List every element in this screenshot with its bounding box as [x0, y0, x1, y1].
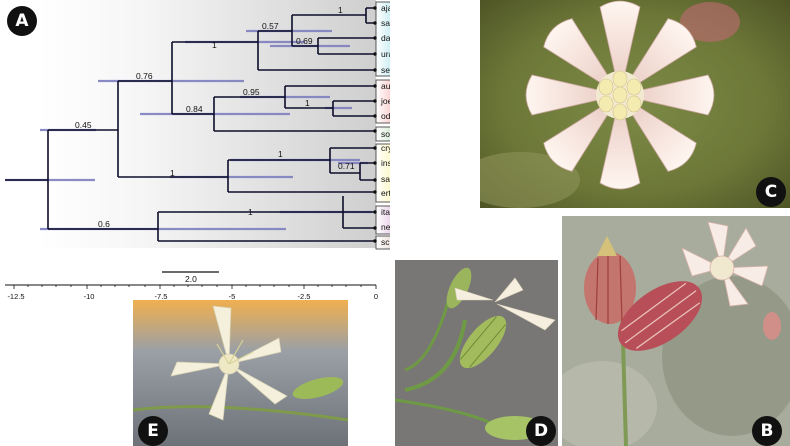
taxon-label: ajanensis [381, 3, 390, 13]
panel-label-d: D [526, 416, 556, 446]
scale-bar-label: 2.0 [185, 274, 197, 284]
photo-panel-b [562, 216, 790, 446]
inflated-calyx-illustration [562, 216, 790, 446]
taxon-label: odontopetala [381, 111, 390, 121]
taxon-label: seoulensis [381, 65, 390, 75]
node-support-label: 0.71 [338, 161, 355, 171]
panel-label-b: B [752, 416, 782, 446]
taxon-label: italica [381, 207, 390, 217]
node-support-label: 0.69 [296, 36, 313, 46]
node-support-label: 1 [248, 207, 253, 217]
node-support-label: 1 [278, 149, 283, 159]
node-support-label: 0.57 [262, 21, 279, 31]
taxon-label: cryptoneura [381, 143, 390, 153]
node-support-label: 0.84 [186, 104, 203, 114]
taxon-label: insularis [381, 158, 390, 168]
taxon-label: nemoralis [381, 222, 390, 232]
flower-close-up-illustration [480, 0, 790, 208]
node-support-label: 0.6 [98, 219, 110, 229]
node-support-label: 1 [170, 168, 175, 178]
taxon-label: davidii [381, 33, 390, 43]
panel-label-a: A [7, 6, 37, 36]
node-support-label: 0.76 [136, 71, 153, 81]
axis-tick-label: -10 [84, 292, 95, 301]
node-support-label: 1 [212, 40, 217, 50]
axis-tick-label: 0 [374, 292, 378, 301]
taxon-label: sordida [381, 129, 390, 139]
panel-label-e: E [138, 416, 168, 446]
node-support-label: 0.45 [75, 120, 92, 130]
taxon-label: salamandra [381, 174, 390, 184]
taxon-label: ertekinii [381, 188, 390, 198]
photo-panel-c [480, 0, 790, 208]
taxon-label: schafta [381, 237, 390, 247]
axis-tick-label: -12.5 [7, 292, 24, 301]
taxon-label: uralensis [381, 49, 390, 59]
taxon-label: joerstadii [380, 96, 390, 106]
taxon-label: samojedorum [381, 18, 390, 28]
node-support-label: 1 [338, 5, 343, 15]
node-support-label: 1 [305, 98, 310, 108]
taxon-label: auriculata [381, 81, 390, 91]
panel-label-c: C [756, 177, 786, 207]
node-support-label: 0.95 [243, 87, 260, 97]
phylogeny-panel: ajanensis samojedorum davidii uralensis … [0, 0, 390, 310]
